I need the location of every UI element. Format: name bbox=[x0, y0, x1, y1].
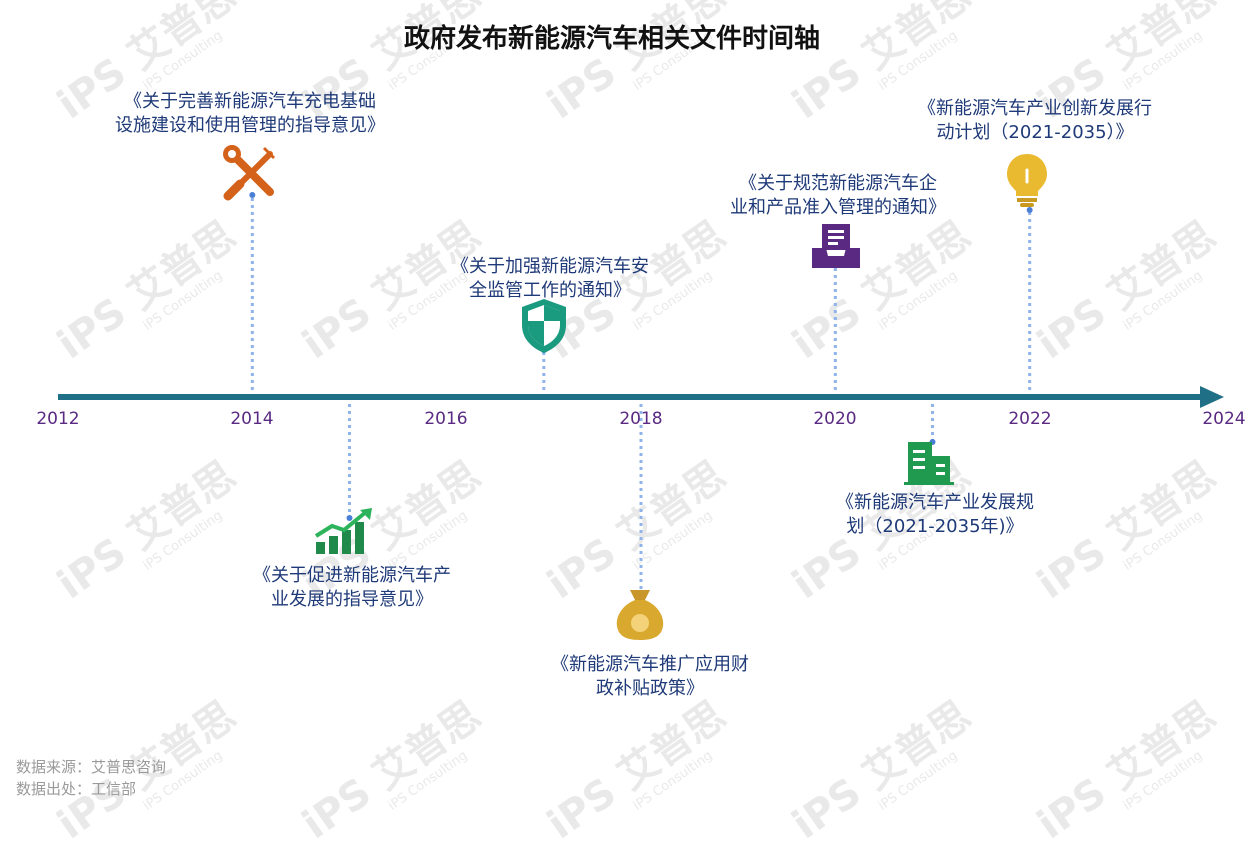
connector-dot-1 bbox=[346, 515, 353, 521]
year-label-2020: 2020 bbox=[813, 409, 857, 429]
tools-icon bbox=[223, 145, 276, 201]
event-label-2022: 《新能源汽车产业创新发展行 动计划（2021-2035）》 bbox=[918, 98, 1152, 143]
year-label-2012: 2012 bbox=[36, 409, 80, 429]
inbox-icon bbox=[812, 224, 860, 268]
year-label-2024: 2024 bbox=[1202, 409, 1246, 429]
event-label-2014: 《关于完善新能源汽车充电基础 设施建设和使用管理的指导意见》 bbox=[115, 91, 385, 136]
year-label-2016: 2016 bbox=[424, 409, 468, 429]
source-line: 数据来源：艾普思咨询 bbox=[16, 758, 167, 776]
year-label-2018: 2018 bbox=[619, 409, 663, 429]
connector-dot-0 bbox=[249, 192, 256, 198]
year-label-2014: 2014 bbox=[230, 409, 274, 429]
axis-arrow-icon bbox=[1200, 386, 1224, 408]
connector-dot-6 bbox=[1026, 207, 1033, 213]
lightbulb-icon bbox=[1007, 154, 1047, 207]
year-label-2022: 2022 bbox=[1008, 409, 1052, 429]
event-label-2015: 《关于促进新能源汽车产 业发展的指导意见》 bbox=[253, 565, 451, 610]
page-title: 政府发布新能源汽车相关文件时间轴 bbox=[403, 24, 820, 54]
event-label-2020: 《关于规范新能源汽车企 业和产品准入管理的通知》 bbox=[730, 173, 946, 218]
growth-chart-icon bbox=[314, 508, 372, 554]
event-label-2018: 《新能源汽车推广应用财 政补贴政策》 bbox=[551, 654, 749, 699]
money-bag-icon bbox=[616, 590, 664, 640]
shield-icon bbox=[522, 299, 566, 353]
origin-line: 数据出处：工信部 bbox=[16, 780, 137, 798]
buildings-icon bbox=[904, 442, 954, 485]
event-label-2017: 《关于加强新能源汽车安 全监管工作的通知》 bbox=[451, 256, 649, 301]
event-label-2021: 《新能源汽车产业发展规 划（2021-2035年)》 bbox=[836, 492, 1034, 537]
